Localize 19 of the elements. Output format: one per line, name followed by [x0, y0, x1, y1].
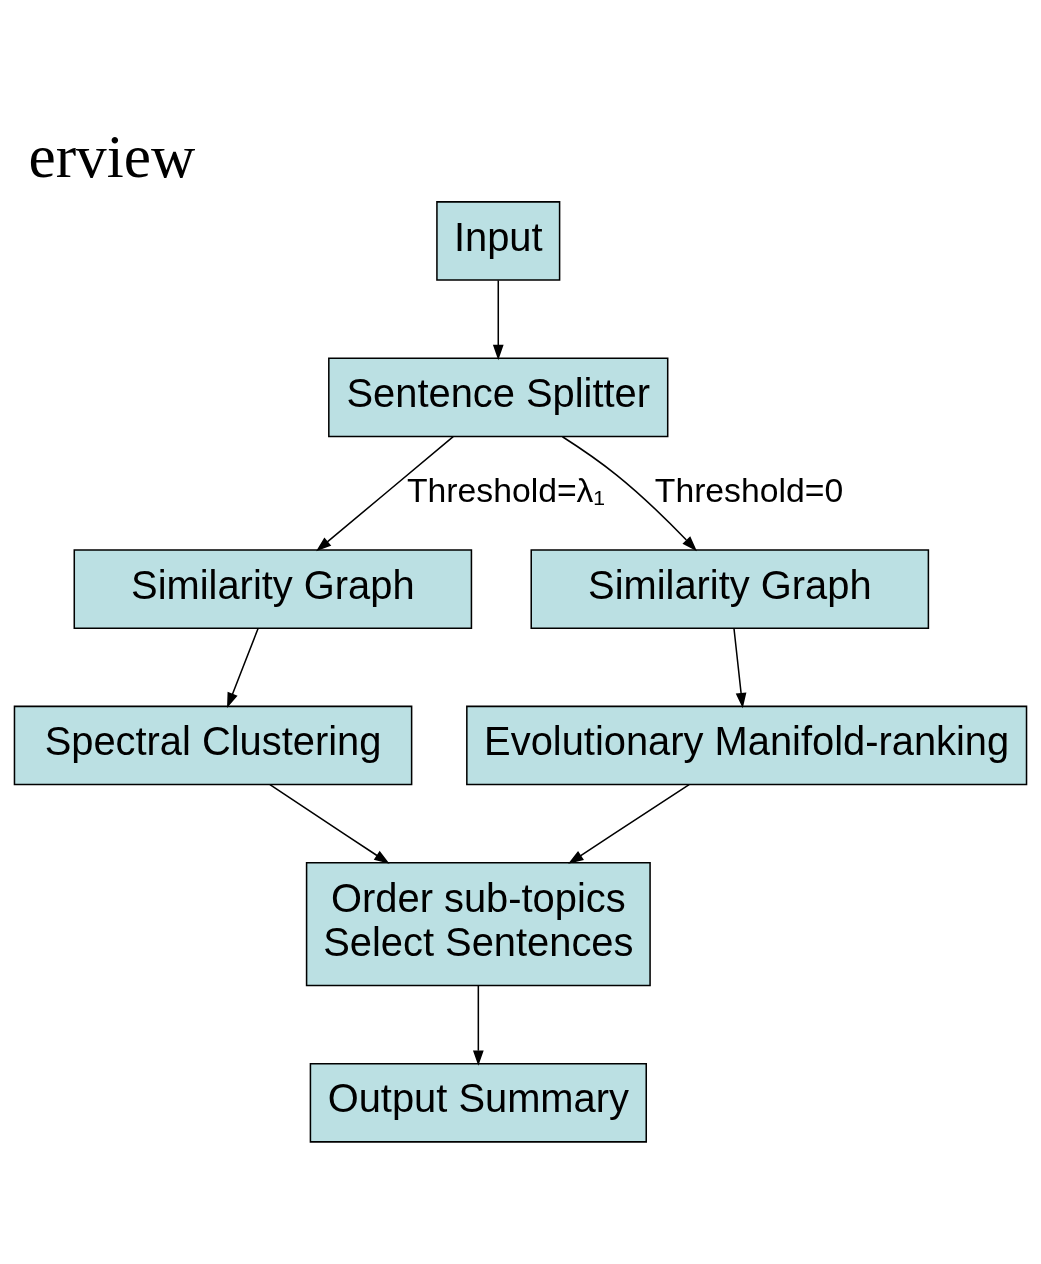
arrow [492, 279, 504, 361]
node-box: Sentence Splitter [328, 357, 669, 438]
node-box: Input [436, 201, 561, 281]
diagram-title: erview [28, 122, 196, 191]
arrow [227, 627, 259, 709]
arrow [472, 984, 484, 1066]
node-box: Output Summary [309, 1062, 647, 1143]
arrow [568, 783, 690, 864]
arrow [316, 435, 454, 552]
edge-label: Threshold=0 [654, 470, 844, 509]
edge-label: Threshold=λ₁ [406, 470, 605, 509]
node-box: Evolutionary Manifold-ranking [466, 705, 1028, 786]
node-box: Spectral Clustering [13, 705, 413, 786]
arrow [733, 627, 747, 709]
arrow [561, 435, 697, 552]
arrow [269, 783, 390, 864]
node-box: Order sub-topics Select Sentences [305, 862, 651, 987]
node-box: Similarity Graph [73, 549, 473, 629]
node-box: Similarity Graph [530, 549, 930, 629]
